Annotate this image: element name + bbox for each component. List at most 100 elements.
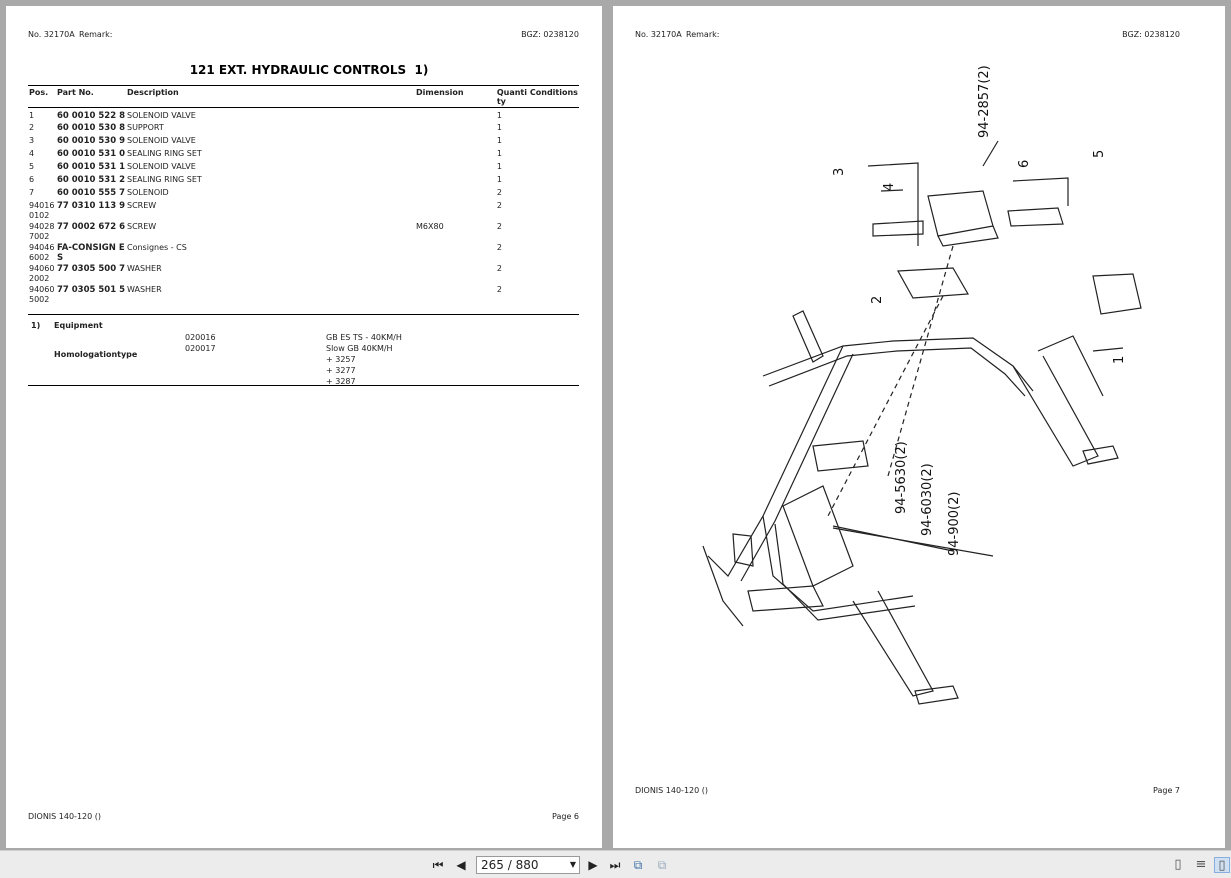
valve-block (927, 190, 994, 237)
cell-dimension (415, 188, 496, 201)
first-page-icon[interactable]: ⏮ (432, 858, 444, 872)
callout-bracket (867, 162, 919, 246)
cell-pos: 7 (29, 187, 35, 197)
cell-pos: 94046 6002 (29, 242, 55, 262)
remark-label: Remark: (686, 30, 720, 39)
cell-conditions (529, 162, 579, 175)
footer-model: DIONIS 140-120 () (635, 786, 708, 795)
viewer-toolbar: ⏮ ◀ 265 / 880 ▼ ▶ ⏭ ⧉ ⧉ ▯ ≡ ▯ (0, 850, 1231, 878)
cell-description: SOLENOID VALVE (127, 111, 196, 120)
frame-tube (762, 515, 914, 612)
cell-part-no: 60 0010 531 0 (56, 148, 125, 159)
cell-dimension (415, 136, 496, 149)
cell-description: SEALING RING SET (127, 148, 202, 158)
exploded-parts-diagram: 1 2 3 4 5 6 94-2857(2) 94-5630(2) 94-603… (702, 65, 1142, 705)
cell-description: SCREW (127, 221, 157, 231)
footer-model: DIONIS 140-120 () (28, 812, 101, 821)
cell-description: SEALING RING SET (127, 174, 202, 184)
right-page: No. 32170A Remark: BGZ: 0238120 (613, 6, 1225, 848)
cell-qty: 1 (496, 111, 502, 120)
table-row: 4 60 0010 531 0 SEALING RING SET 1 (28, 149, 579, 162)
left-page: No. 32170A Remark: BGZ: 0238120 121 EXT.… (6, 6, 602, 848)
cell-pos: 3 (29, 135, 35, 145)
cell-qty: 2 (496, 221, 502, 231)
cell-pos: 94016 0102 (29, 200, 55, 220)
cell-conditions (529, 243, 579, 264)
pedal-pad (1082, 445, 1119, 465)
cell-description: SCREW (127, 200, 157, 210)
page-indicator: 265 / 880 (481, 858, 539, 872)
cell-description: WASHER (127, 284, 162, 294)
cell-pos: 94060 5002 (29, 284, 55, 304)
cell-qty: 2 (496, 263, 502, 273)
prev-page-icon[interactable]: ◀ (456, 858, 466, 872)
col-pos: Pos. (28, 85, 56, 108)
table-row: 94060 2002 77 0305 500 7 WASHER 2 (28, 264, 579, 285)
last-page-icon[interactable]: ⏭ (609, 858, 621, 872)
cell-conditions (529, 136, 579, 149)
table-row: 2 60 0010 530 8 SUPPORT 1 (28, 123, 579, 136)
table-row: 94028 7002 77 0002 672 6 SCREW M6X80 2 (28, 222, 579, 243)
cell-conditions (529, 188, 579, 201)
cell-dimension (415, 108, 496, 123)
bgz-number: BGZ: 0238120 (1122, 30, 1180, 39)
callout-label: 4 (882, 183, 897, 191)
cell-pos: 94060 2002 (29, 263, 55, 283)
bolt (982, 140, 999, 167)
callout-label: 3 (832, 168, 847, 176)
fit-icon[interactable]: ⧉ (657, 858, 667, 872)
pedal-arm (852, 590, 934, 697)
cell-description: SUPPORT (127, 122, 164, 132)
cell-dimension (415, 162, 496, 175)
cell-description: SOLENOID VALVE (127, 161, 196, 171)
cell-dimension (415, 264, 496, 285)
col-description: Description (126, 85, 416, 108)
callout-bracket (1092, 347, 1124, 352)
footer-page-number: Page 7 (1153, 786, 1180, 795)
cell-pos: 94028 7002 (29, 221, 55, 241)
next-page-icon[interactable]: ▶ (588, 858, 598, 872)
page-number-input[interactable]: 265 / 880 ▼ (476, 856, 580, 874)
equipment-label: Equipment (54, 321, 103, 330)
callout-label: 6 (1017, 160, 1032, 168)
cell-pos: 4 (29, 148, 35, 158)
cartridge (872, 220, 924, 237)
cell-qty: 1 (496, 148, 502, 158)
cell-dimension (415, 201, 496, 222)
col-part-no: Part No. (55, 85, 126, 108)
cell-part-no: 60 0010 530 8 (56, 122, 125, 133)
cell-part-no: 77 0002 672 6 (56, 221, 125, 232)
cell-qty: 1 (496, 135, 502, 145)
cell-part-no: 60 0010 530 9 (56, 135, 125, 146)
continuous-view-icon[interactable]: ≡ (1195, 857, 1207, 872)
part-reference: 94-5630(2) (894, 441, 909, 514)
table-row: 94060 5002 77 0305 501 5 WASHER 2 (28, 285, 579, 306)
rotate-icon[interactable]: ⧉ (633, 858, 643, 872)
cell-conditions (529, 108, 579, 123)
footnote-number: 1) (31, 321, 41, 330)
cell-part-no: 60 0010 531 2 (56, 174, 125, 185)
cell-part-no: 77 0305 500 7 (56, 263, 125, 274)
footer-page-number: Page 6 (552, 812, 579, 821)
two-page-view-icon[interactable]: ▯ (1214, 857, 1230, 873)
cell-pos: 2 (29, 122, 35, 132)
mount-plate (747, 585, 824, 612)
callout-label: 2 (870, 296, 885, 304)
cell-description: WASHER (127, 263, 162, 273)
frame-bracket (792, 310, 824, 363)
pedal-arm (1037, 335, 1104, 397)
homologation-value: + 3277 (326, 366, 356, 375)
pedal-pad (914, 685, 959, 705)
cell-dimension (415, 175, 496, 188)
chevron-down-icon[interactable]: ▼ (569, 860, 576, 869)
mount-plate (812, 440, 869, 472)
homologation-label: Homologationtype (54, 350, 138, 359)
part-reference: 94-2857(2) (977, 65, 992, 138)
single-page-view-icon[interactable]: ▯ (1174, 857, 1182, 872)
frame-tube (774, 523, 916, 621)
cell-pos: 5 (29, 161, 35, 171)
valve-block (937, 225, 999, 247)
cell-description: Consignes - CS (127, 242, 187, 252)
frame-tube (740, 353, 854, 582)
cell-dimension (415, 243, 496, 264)
